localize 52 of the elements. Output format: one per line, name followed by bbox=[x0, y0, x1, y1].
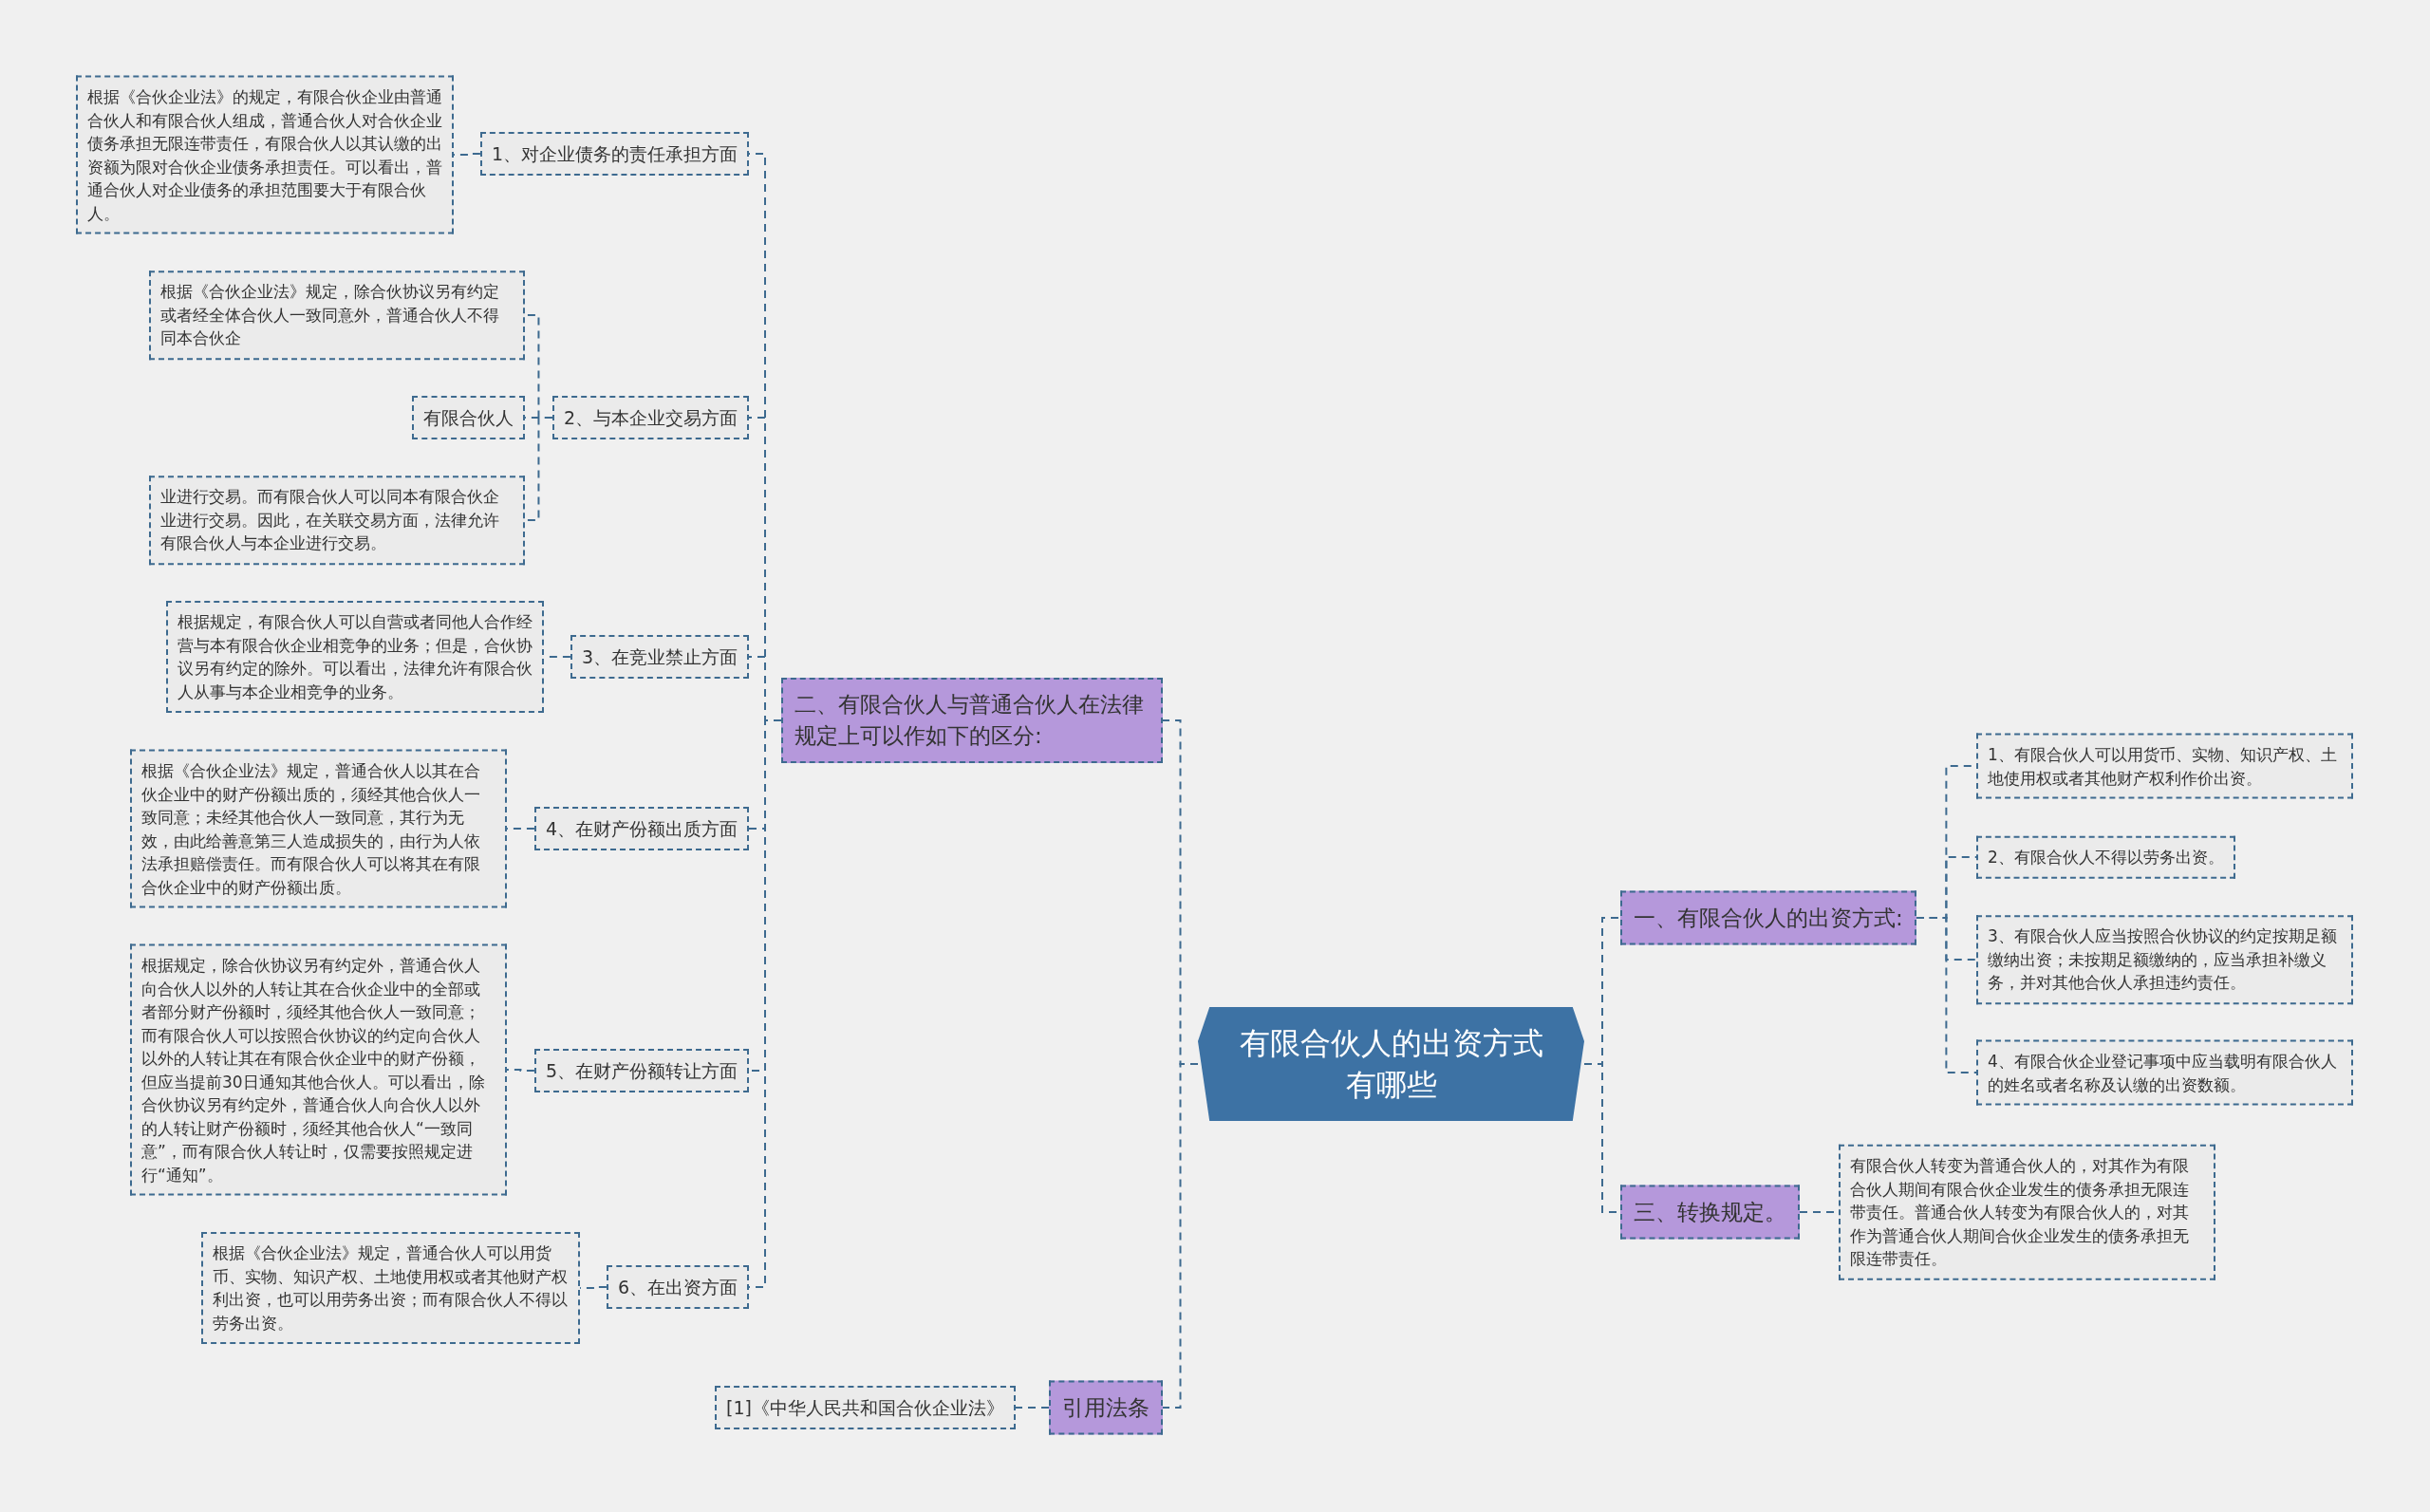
subtopic-text: 有限合伙人 bbox=[423, 406, 514, 429]
note-card bbox=[130, 749, 507, 908]
note-text: 根据规定，除合伙协议另有约定外，普通合伙人向合伙人以外的人转让其在合伙企业中的全部或者部分财产份额时，须经其他合伙人一致同意；而有限合伙人可以按照合伙协议的约定向合伙人以外的人转让其在有限合伙企业中的财产份额，但应当提前30日通知其他合伙人。可以看出，除合伙协议另有约定外，普通合伙人向合伙人以外的人转让财产份额时，须经其他合伙人“一致同意”，而有限合伙人转让时，仅需要按照规定进行“通知”。 bbox=[141, 954, 486, 1185]
note-text: 根据规定，有限合伙人可以自营或者同他人合作经营与本有限合伙企业相竞争的业务；但是，合伙协议另有约定的除外。可以看出，法律允许有限合伙人从事与本企业相竞争的业务。 bbox=[178, 611, 533, 703]
note-card bbox=[1976, 733, 2353, 799]
subtopic-text: 3、在竞业禁止方面 bbox=[581, 645, 738, 668]
note-card bbox=[130, 943, 507, 1196]
subtopic-box bbox=[479, 132, 749, 176]
note-text: 根据《合伙企业法》的规定，有限合伙企业由普通合伙人和有限合伙人组成，普通合伙人对合伙企业债务承担无限连带责任，有限合伙人以其认缴的出资额为限对合伙企业债务承担责任。可以看出，普通合伙人对企业债务的承担范围要大于有限合伙人。 bbox=[87, 85, 442, 224]
note-text: 1、有限合伙人可以用货币、实物、知识产权、土地使用权或者其他财产权利作价出资。 bbox=[1988, 743, 2338, 789]
branch-topic-text: 一、有限合伙人的出资方式: bbox=[1634, 904, 1903, 932]
note-card bbox=[1839, 1144, 2215, 1280]
branch-topic-box bbox=[1620, 1185, 1800, 1240]
subtopic-box bbox=[412, 396, 525, 439]
note-card bbox=[149, 271, 525, 360]
note-text: 根据《合伙企业法》规定，普通合伙人以其在合伙企业中的财产份额出质的，须经其他合伙人一致同意；未经其他合伙人一致同意，其行为无效，由此给善意第三人造成损失的，由行为人依法承担赔偿责任。而有限合伙人可以将其在有限合伙企业中的财产份额出质。 bbox=[141, 759, 481, 898]
note-card bbox=[201, 1232, 580, 1344]
branch-topic-text: 三、转换规定。 bbox=[1634, 1198, 1786, 1226]
note-card bbox=[76, 75, 454, 234]
branch-topic-box bbox=[1049, 1380, 1163, 1435]
note-text: 根据《合伙企业法》规定，除合伙协议另有约定或者经全体合伙人一致同意外，普通合伙人不得同本合伙企 bbox=[160, 281, 500, 350]
note-text: 2、有限合伙人不得以劳务出资。 bbox=[1988, 846, 2224, 868]
subtopic-text: 4、在财产份额出质方面 bbox=[545, 817, 738, 840]
subtopic-box bbox=[570, 635, 749, 679]
note-card bbox=[1976, 835, 2235, 879]
subtopic-text: [1]《中华人民共和国合伙企业法》 bbox=[726, 1396, 1004, 1419]
note-card bbox=[1976, 1039, 2353, 1106]
note-text: 有限合伙人转变为普通合伙人的，对其作为有限合伙人期间有限合伙企业发生的债务承担无限连带责任。普通合伙人转变为有限合伙人的，对其作为普通合伙人期间合伙企业发生的债务承担无限连带责任。 bbox=[1850, 1154, 2190, 1270]
subtopic-text: 6、在出资方面 bbox=[617, 1276, 738, 1298]
branch-topic-text: 二、有限合伙人与普通合伙人在法律规定上可以作如下的区分: bbox=[794, 691, 1145, 750]
note-card bbox=[1976, 915, 2353, 1004]
subtopic-box bbox=[715, 1386, 1016, 1429]
note-card bbox=[149, 476, 525, 565]
note-text: 根据《合伙企业法》规定，普通合伙人可以用货币、实物、知识产权、土地使用权或者其他财产权利出资，也可以用劳务出资；而有限合伙人不得以劳务出资。 bbox=[213, 1242, 569, 1335]
connector-line bbox=[1915, 917, 1977, 1073]
branch-topic-text: 引用法条 bbox=[1062, 1393, 1150, 1422]
connector-line bbox=[506, 1069, 535, 1072]
subtopic-text: 1、对企业债务的责任承担方面 bbox=[491, 142, 738, 165]
branch-topic-box bbox=[781, 678, 1163, 763]
note-text: 业进行交易。而有限合伙人可以同本有限合伙企业进行交易。因此，在关联交易方面，法律允许有限合伙人与本企业进行交易。 bbox=[160, 486, 500, 555]
subtopic-box bbox=[551, 396, 749, 439]
subtopic-text: 2、与本企业交易方面 bbox=[563, 406, 738, 429]
subtopic-box bbox=[606, 1265, 749, 1309]
branch-topic-box bbox=[1620, 890, 1916, 945]
subtopic-box bbox=[533, 807, 749, 850]
note-text: 3、有限合伙人应当按照合伙协议的约定按期足额缴纳出资；未按期足额缴纳的，应当承担补缴义务，并对其他合伙人承担违约责任。 bbox=[1988, 925, 2338, 995]
connector-line bbox=[1015, 1407, 1050, 1409]
subtopic-text: 5、在财产份额转让方面 bbox=[545, 1059, 738, 1082]
note-card bbox=[166, 601, 544, 713]
subtopic-box bbox=[533, 1049, 749, 1092]
note-text: 4、有限合伙企业登记事项中应当载明有限合伙人的姓名或者名称及认缴的出资数额。 bbox=[1988, 1050, 2338, 1095]
root-topic-text: 有限合伙人的出资方式有哪些 bbox=[1238, 1024, 1544, 1105]
